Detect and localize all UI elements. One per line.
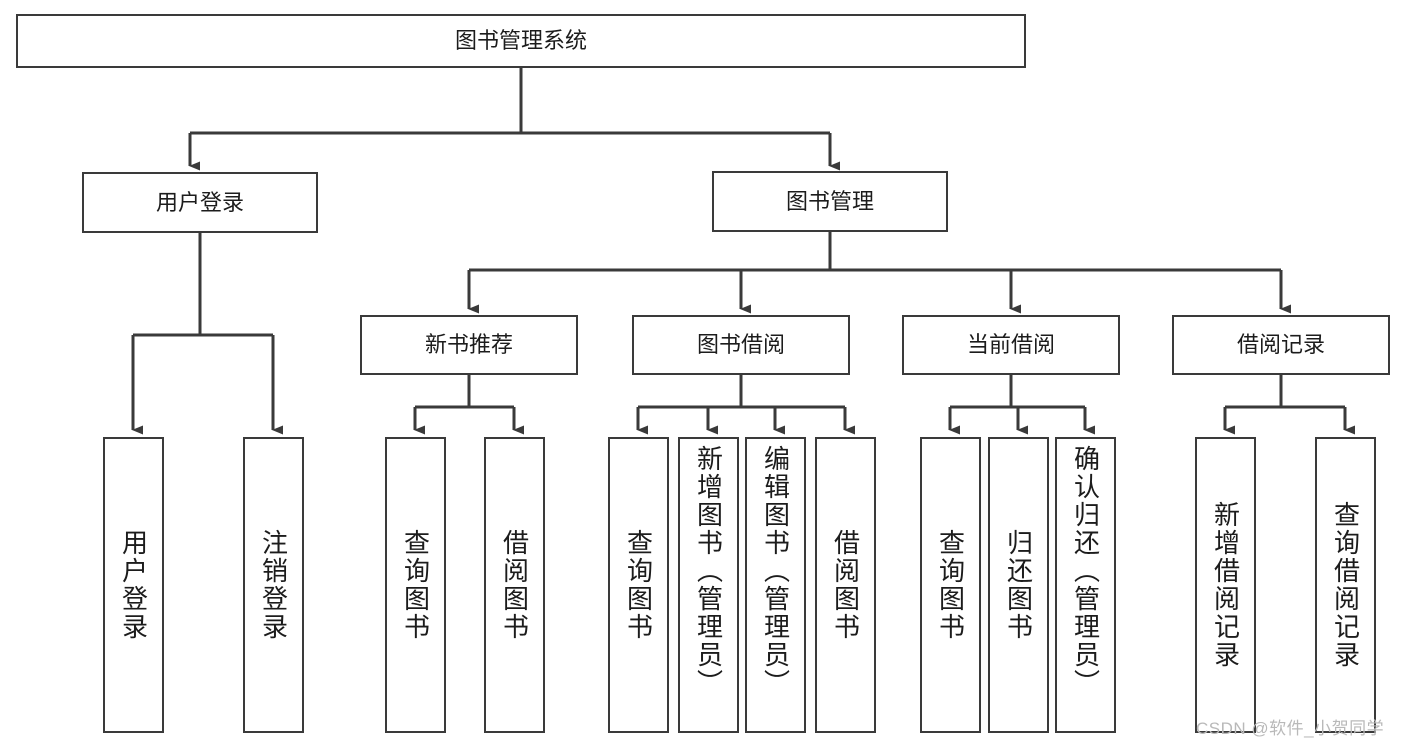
node-leaf-borrow-book-rec-label: 借阅图书 xyxy=(499,529,530,641)
node-leaf-query-book-rec-label: 查询图书 xyxy=(400,529,431,641)
node-book-management[interactable]: 图书管理 xyxy=(712,171,948,232)
node-leaf-user-login[interactable]: 用户登录 xyxy=(103,437,164,733)
node-leaf-user-login-label: 用户登录 xyxy=(118,529,149,641)
node-leaf-return-book[interactable]: 归还图书 xyxy=(988,437,1049,733)
node-leaf-borrow-book-rec[interactable]: 借阅图书 xyxy=(484,437,545,733)
node-leaf-query-record-label: 查询借阅记录 xyxy=(1330,501,1361,669)
node-borrow-record-label: 借阅记录 xyxy=(1236,332,1325,358)
node-leaf-add-book[interactable]: 新增图书（管理员） xyxy=(678,437,739,733)
node-leaf-query-book-cur-label: 查询图书 xyxy=(935,529,966,641)
node-new-book-recommend-label: 新书推荐 xyxy=(424,332,513,358)
node-leaf-query-book-rec[interactable]: 查询图书 xyxy=(385,437,446,733)
node-leaf-confirm-return[interactable]: 确认归还（管理员） xyxy=(1055,437,1116,733)
node-book-borrow-label: 图书借阅 xyxy=(696,332,785,358)
node-leaf-query-record[interactable]: 查询借阅记录 xyxy=(1315,437,1376,733)
node-borrow-record[interactable]: 借阅记录 xyxy=(1172,315,1390,375)
node-current-borrow-label: 当前借阅 xyxy=(966,332,1055,358)
node-leaf-borrow-book-label: 借阅图书 xyxy=(830,529,861,641)
node-new-book-recommend[interactable]: 新书推荐 xyxy=(360,315,578,375)
node-user-login[interactable]: 用户登录 xyxy=(82,172,318,233)
node-leaf-borrow-book[interactable]: 借阅图书 xyxy=(815,437,876,733)
node-leaf-return-book-label: 归还图书 xyxy=(1003,529,1034,641)
node-leaf-confirm-return-label: 确认归还（管理员） xyxy=(1070,445,1101,697)
node-leaf-add-record[interactable]: 新增借阅记录 xyxy=(1195,437,1256,733)
node-leaf-user-logout-label: 注销登录 xyxy=(258,529,289,641)
node-user-login-label: 用户登录 xyxy=(155,189,244,215)
node-current-borrow[interactable]: 当前借阅 xyxy=(902,315,1120,375)
node-root-label: 图书管理系统 xyxy=(454,28,587,54)
node-leaf-add-book-label: 新增图书（管理员） xyxy=(693,445,724,697)
node-book-management-label: 图书管理 xyxy=(785,188,874,214)
node-leaf-query-book-borrow[interactable]: 查询图书 xyxy=(608,437,669,733)
watermark-text: CSDN @软件_小贺同学 xyxy=(1196,719,1385,738)
node-root[interactable]: 图书管理系统 xyxy=(16,14,1026,68)
node-leaf-edit-book[interactable]: 编辑图书（管理员） xyxy=(745,437,806,733)
node-book-borrow[interactable]: 图书借阅 xyxy=(632,315,850,375)
node-leaf-query-book-borrow-label: 查询图书 xyxy=(623,529,654,641)
node-leaf-edit-book-label: 编辑图书（管理员） xyxy=(760,445,791,697)
node-leaf-add-record-label: 新增借阅记录 xyxy=(1210,501,1241,669)
node-leaf-user-logout[interactable]: 注销登录 xyxy=(243,437,304,733)
node-leaf-query-book-cur[interactable]: 查询图书 xyxy=(920,437,981,733)
